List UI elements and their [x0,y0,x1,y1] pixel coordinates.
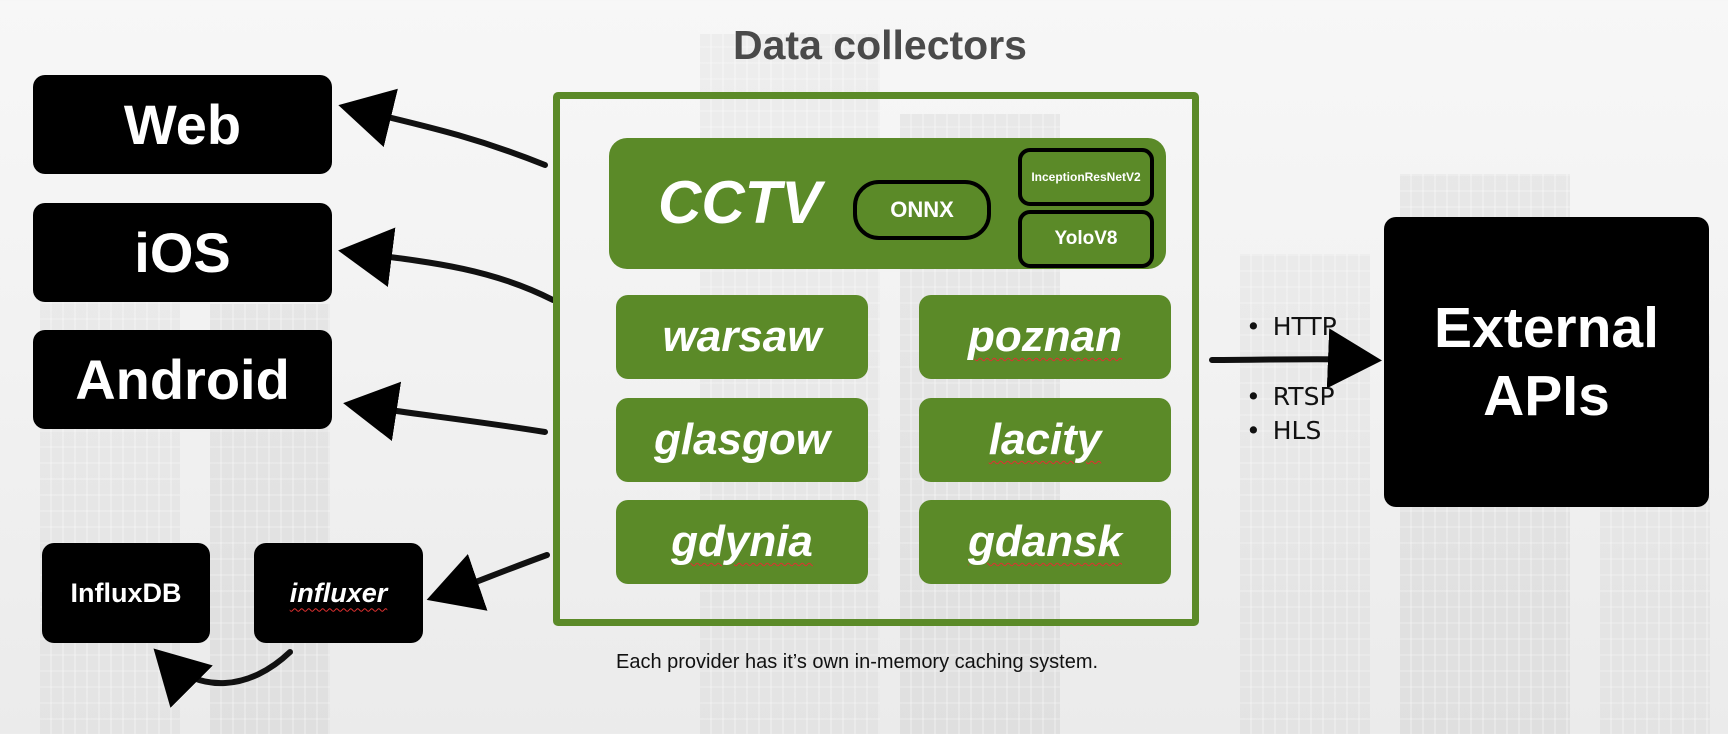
provider-glasgow: glasgow [616,398,868,482]
protocol-list-top: HTTP [1246,310,1337,344]
provider-gdansk: gdansk [919,500,1171,584]
cctv-label: CCTV [658,169,822,236]
arrow-to-ios [338,227,556,303]
arrow-to-external-apis [1209,328,1382,389]
provider-label: glasgow [653,415,831,464]
arrow-to-influxer [426,552,550,611]
influxer-box: influxer [254,543,423,643]
arrow-to-android [343,381,548,442]
client-android: Android [33,330,332,429]
protocol-list-bottom: RTSP HLS [1246,380,1335,448]
influxer-label: influxer [289,577,388,608]
provider-label: warsaw [662,312,822,361]
provider-poznan: poznan [919,295,1171,379]
external-apis-box: External APIs [1384,217,1709,507]
influxdb-box: InfluxDB [42,543,210,643]
provider-label: lacity [988,415,1102,464]
protocol-http: HTTP [1246,310,1337,344]
provider-warsaw: warsaw [616,295,868,379]
client-ios: iOS [33,203,332,302]
onnx-runtime: ONNX [853,180,991,240]
provider-gdynia: gdynia [616,500,868,584]
diagram-title: Data collectors [733,22,1027,68]
arrow-to-influxdb [153,648,293,708]
protocol-rtsp: RTSP [1246,380,1335,414]
data-collectors-container [553,92,1199,626]
arrow-to-web [338,88,548,168]
provider-lacity: lacity [919,398,1171,482]
external-apis-label: External APIs [1434,296,1659,428]
client-web: Web [33,75,332,174]
provider-label: gdansk [967,517,1123,566]
protocol-hls: HLS [1246,414,1335,448]
provider-label: gdynia [671,517,813,566]
caption: Each provider has it’s own in-memory cac… [616,651,1099,673]
model-yolov8: YoloV8 [1018,210,1154,268]
model-inceptionresnetv2: InceptionResNetV2 [1018,148,1154,206]
provider-label: poznan [968,312,1122,361]
